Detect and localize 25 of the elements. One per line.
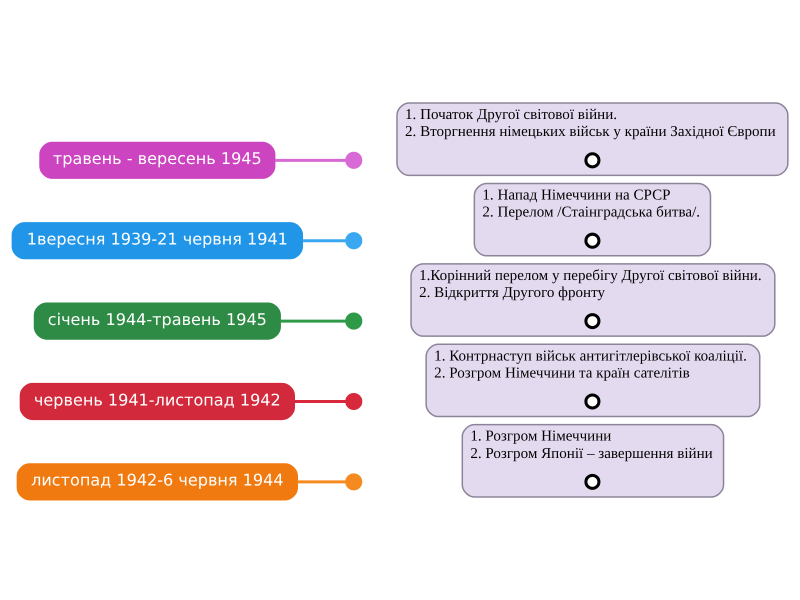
node-circle (584, 474, 600, 490)
node-box: 1вересня 1939-21 червня 1941 (12, 222, 304, 260)
node-box: червень 1941-листопад 1942 (20, 382, 295, 420)
node-circle (584, 393, 600, 410)
node-circle (584, 232, 600, 249)
node-circle (345, 312, 362, 330)
connector (298, 480, 346, 484)
node-circle (345, 473, 362, 490)
connector (302, 239, 346, 242)
cluster: 1.Корінний перелом у перебігу Другої світової війни. 2. Відкриття Другого фронту (410, 263, 776, 337)
node-box: листопад 1942-6 червня 1944 (16, 463, 298, 500)
connector (294, 400, 346, 403)
node-circle (345, 392, 362, 410)
connector (280, 320, 346, 323)
cluster: 1. Напад Німеччини на СРСР 2. Перелом /Стаінградська битва/. (474, 182, 712, 257)
node-circle (584, 313, 600, 330)
node-box: січень 1944-травень 1945 (34, 302, 281, 340)
node-circle (584, 152, 600, 168)
node-circle (345, 232, 362, 250)
node-circle (345, 152, 362, 169)
cluster: 1. Початок Другої світової війни. 2. Вторгнення німецьких військ у країни Західної Європи (396, 102, 789, 176)
cluster: 1. Розгром Німеччини 2. Розгром Японії – завершення війни (462, 424, 724, 498)
cluster: 1. Контрнаступ військ антигітлерівської коаліції. 2. Розгром Німеччини та країн сателітів (425, 343, 760, 418)
node-box: травень - вересень 1945 (39, 142, 276, 179)
connector (275, 158, 346, 162)
